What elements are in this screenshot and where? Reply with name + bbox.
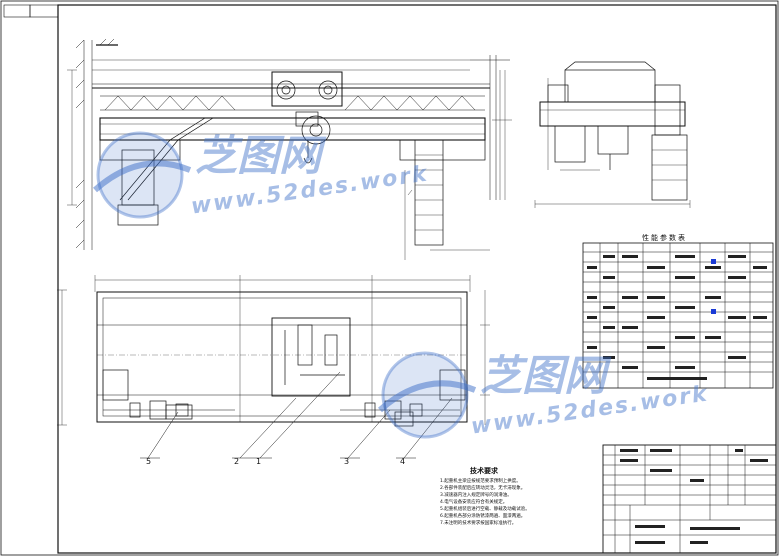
plan-label-box	[165, 404, 193, 420]
param-table-title: 性能参数表	[642, 234, 687, 242]
tech-item: 5.起重机组装后进行空载、静载及动载试验。	[440, 507, 530, 512]
watermark-globe-icon	[93, 131, 192, 219]
hoist-drum	[301, 115, 331, 145]
right-wall-hatch	[470, 55, 510, 200]
watermark-text: 芝图网	[195, 131, 322, 180]
callout-leaders	[140, 371, 453, 459]
marker-blue	[711, 309, 716, 314]
callout-number: 4	[400, 457, 406, 466]
callout-number: 3	[344, 457, 350, 466]
title-block	[602, 444, 777, 554]
performance-parameter-table	[582, 242, 774, 389]
marker-blue	[711, 259, 716, 264]
watermark-text: 芝图网	[480, 351, 607, 400]
tech-item: 2.各部件装配后应转动灵活，无卡滞现象。	[440, 486, 526, 491]
tech-item: 3.减速器内注入规定牌号的润滑油。	[440, 493, 512, 498]
binding-margin-box	[3, 4, 59, 18]
technical-requirements: 技术要求 1.起重机主梁应按规范要求预制上拱度。 2.各部件装配后应转动灵活，无…	[440, 468, 590, 527]
hook	[303, 157, 313, 164]
trolley-frame	[271, 71, 343, 107]
tech-item: 1.起重机主梁应按规范要求预制上拱度。	[440, 479, 521, 484]
inner-border	[57, 4, 777, 554]
callout-number: 2	[234, 457, 240, 466]
end-carriage-right	[399, 139, 486, 161]
main-girder	[99, 117, 486, 141]
callout-number: 1	[256, 457, 262, 466]
walkway-railing	[100, 95, 485, 111]
drive-unit-left	[102, 369, 129, 401]
side-trolley-cab	[564, 69, 656, 103]
tech-item: 4.电气设备安装应符合有关规定。	[440, 500, 508, 505]
tech-item: 7.未注明的技术要求按国家标准执行。	[440, 521, 517, 526]
watermark-globe-icon	[378, 351, 477, 439]
side-girder	[539, 101, 686, 127]
trolley-wheel	[318, 80, 338, 100]
brace-left	[119, 117, 206, 201]
tech-requirements-title: 技术要求	[470, 467, 498, 475]
tech-item: 6.起重机各部分涂防锈漆两遍、面漆两遍。	[440, 514, 526, 519]
plan-trolley	[271, 317, 351, 397]
callout-number: 5	[146, 457, 152, 466]
plan-outer-frame	[96, 291, 468, 423]
front-elevation-view	[67, 38, 512, 260]
trolley-wheel	[276, 80, 296, 100]
side-elevation-view	[534, 61, 691, 208]
side-cab	[651, 134, 688, 201]
end-carriage-left	[99, 139, 181, 161]
left-wall-hatch	[75, 38, 118, 250]
dimension-lines	[67, 69, 512, 260]
operator-cab	[414, 139, 444, 246]
